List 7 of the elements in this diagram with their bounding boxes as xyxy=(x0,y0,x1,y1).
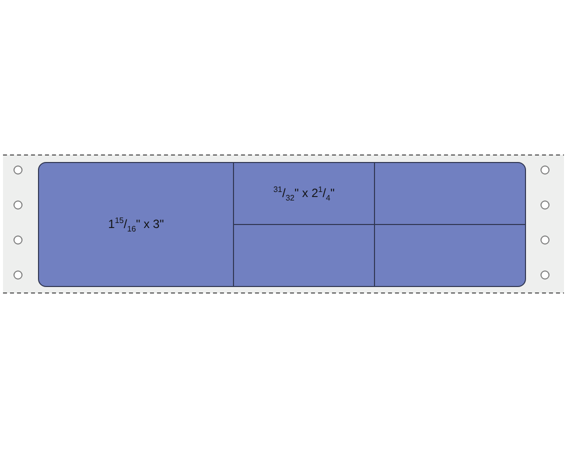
dimension-text: 1$^{15}$/$_{16}$" x 3" xyxy=(108,216,164,234)
label-box xyxy=(233,224,375,287)
label-box xyxy=(233,162,375,225)
label-box xyxy=(38,162,234,287)
label-box xyxy=(374,224,526,287)
dimension-text: $^{31}$/$_{32}$" x 2$^{1}$/$_{4}$" xyxy=(273,184,335,202)
label-box xyxy=(374,162,526,225)
